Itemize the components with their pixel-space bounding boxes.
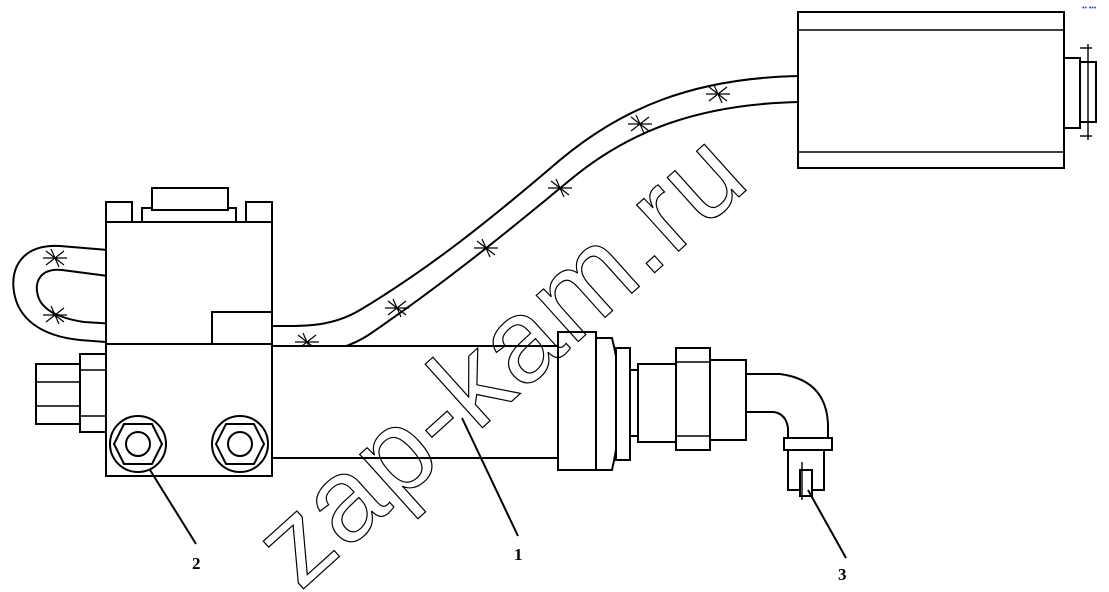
valve-block xyxy=(35,187,273,477)
callout-3: 3 xyxy=(838,565,847,584)
corner-mark: •• ••• xyxy=(1082,5,1097,12)
plug-left xyxy=(109,415,167,473)
hose-marks xyxy=(43,84,730,352)
cylinder xyxy=(271,331,833,500)
control-box xyxy=(797,11,1097,169)
callout-2: 2 xyxy=(192,554,201,573)
plug-right xyxy=(211,415,269,473)
leader-lines xyxy=(149,417,847,559)
callout-1: 1 xyxy=(514,545,523,564)
